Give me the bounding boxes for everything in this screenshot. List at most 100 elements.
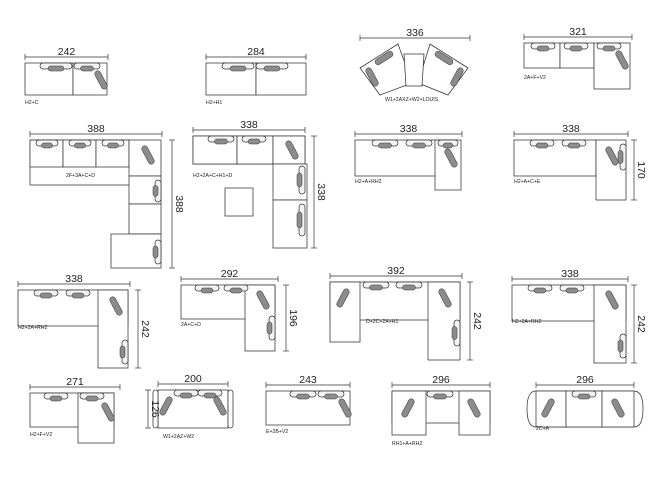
cushion-pillow	[107, 142, 119, 149]
cushion-pillow	[203, 392, 217, 399]
cushion-pillow	[577, 393, 591, 400]
rounded-armrest	[633, 390, 644, 428]
armrest	[152, 389, 159, 429]
cushion-pillow	[296, 211, 303, 229]
armrest	[227, 389, 234, 429]
cushion-pillow	[229, 287, 243, 294]
cushion-pillow	[412, 142, 426, 149]
config-12-h2-2a-rh2: 338 242 H2+2A+RH2	[511, 268, 647, 364]
cushion-pillow	[569, 45, 583, 52]
cushion-pillow	[41, 142, 53, 149]
width-label: 338	[400, 123, 418, 135]
width-label: 296	[432, 374, 450, 386]
cushion-pillow	[229, 65, 247, 72]
corner-pillow	[256, 290, 270, 310]
corner-pillow	[401, 398, 415, 418]
corner-pillow	[285, 140, 299, 160]
corner-pillow	[109, 296, 123, 316]
seat-module	[128, 139, 162, 177]
config-code: E+2B+V2	[266, 429, 288, 435]
cushion-pillow	[247, 138, 261, 145]
cushion-pillow	[179, 392, 193, 399]
cushion-pillow	[602, 45, 616, 52]
width-label: 338	[561, 268, 579, 280]
width-label: 321	[569, 26, 587, 38]
cushion-pillow	[442, 142, 454, 149]
corner-pillow	[365, 67, 379, 87]
config-code: H2+A+RH2	[355, 179, 382, 185]
cushion-pillow	[296, 393, 310, 400]
cushion-pillow	[451, 326, 458, 340]
cushion-pillow	[263, 65, 281, 72]
config-code: W1+2AZ+W2	[163, 434, 194, 440]
config-code: D+2C+2A+H1	[366, 319, 399, 325]
seat-module	[224, 187, 254, 217]
width-label: 271	[66, 376, 84, 388]
config-5-2f-3a-c-d: 388 388 2F+3A+C+D	[29, 123, 185, 269]
cushion-pillow	[535, 142, 549, 149]
corner-pillow	[338, 398, 352, 418]
rounded-armrest	[526, 390, 537, 428]
config-code: H2+A+C+E	[514, 179, 541, 185]
cushion-pillow	[80, 65, 94, 72]
config-code: 2A+F+V2	[524, 75, 546, 81]
cushion-pillow	[567, 142, 581, 149]
width-label: 243	[299, 374, 317, 386]
cushion-pillow	[39, 292, 53, 299]
corner-pillow	[101, 402, 115, 422]
config-code: H2+H1	[206, 100, 222, 106]
depth-label: 338	[315, 183, 327, 201]
cushion-pillow	[47, 65, 65, 72]
width-label: 392	[387, 265, 405, 277]
width-label: 338	[65, 273, 83, 285]
depth-label: 242	[635, 315, 647, 333]
cushion-pillow	[85, 395, 99, 402]
width-label: 284	[247, 46, 265, 58]
seat-module	[128, 203, 162, 235]
cushion-pillow	[152, 185, 159, 197]
cushion-pillow	[296, 172, 303, 188]
config-code: RH1+A+RH2	[392, 441, 422, 447]
config-code: 2F+3A+C+D	[66, 173, 95, 179]
config-code: H2+2A+C+H1+D	[193, 173, 232, 179]
config-code: H2+F+V2	[30, 432, 52, 438]
width-label: 296	[576, 374, 594, 386]
width-label: 336	[406, 27, 424, 39]
corner-pillow	[213, 396, 227, 416]
cushion-pillow	[152, 245, 159, 259]
cushion-pillow	[617, 150, 624, 164]
louis-center-module	[403, 53, 425, 87]
config-code: 2A+C+D	[181, 322, 201, 328]
corner-pillow	[541, 398, 555, 418]
corner-pillow	[467, 398, 481, 418]
width-label: 242	[58, 46, 76, 58]
cushion-pillow	[214, 138, 228, 145]
width-label: 338	[240, 119, 258, 131]
corner-pillow	[434, 51, 454, 65]
cushion-pillow	[533, 287, 547, 294]
cushion-pillow	[49, 395, 63, 402]
corner-pillow	[444, 148, 458, 168]
cushion-pillow	[74, 142, 86, 149]
depth-label: 388	[173, 195, 185, 213]
corner-pillow	[615, 50, 629, 70]
corner-pillow	[605, 290, 619, 310]
config-code: H2+C	[25, 100, 39, 106]
depth-label: 126	[149, 400, 161, 418]
corner-pillow	[141, 145, 155, 165]
cushion-pillow	[402, 284, 416, 291]
cushion-pillow	[378, 142, 392, 149]
config-code: H2+2A+RH2	[512, 319, 542, 325]
width-label: 388	[87, 123, 105, 135]
